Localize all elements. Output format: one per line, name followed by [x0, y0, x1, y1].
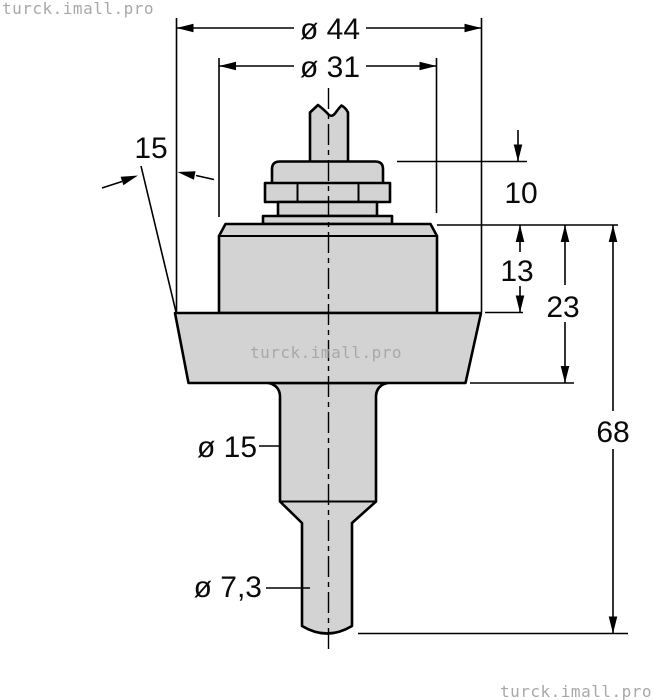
arrowhead-right [464, 23, 482, 33]
arrowhead-down [513, 144, 523, 162]
arrowhead-down [560, 366, 570, 383]
taper-angle-arrow-stem [195, 174, 215, 181]
arrowhead-left [219, 61, 236, 71]
total-length-label: 68 [596, 416, 629, 449]
dimension-labels: ø 44 ø 31 15 10 13 23 68 ø 15 ø 7,3 [134, 13, 629, 604]
watermark-center: turck.imall.pro [250, 343, 402, 362]
part-cap [270, 160, 385, 186]
tip-diameter-label: ø 7,3 [194, 571, 262, 604]
body-height-label: 13 [500, 255, 533, 288]
watermark-bottom-right: turck.imall.pro [500, 682, 652, 700]
part-stem-probe [267, 381, 389, 635]
flange-depth-label: 23 [546, 291, 579, 324]
arrowhead-down [608, 616, 618, 634]
arrowhead-right [419, 61, 437, 71]
taper-angle-arrow-stem [101, 180, 123, 189]
arrowhead-left [176, 23, 194, 33]
arrowhead-up-right [120, 175, 138, 186]
head-height-label: 10 [504, 177, 537, 210]
flange-diameter-label: ø 44 [300, 13, 360, 46]
arrowhead-up [560, 225, 570, 242]
arrowhead-left [177, 171, 196, 180]
taper-angle-projection-line [140, 165, 177, 313]
taper-angle-label: 15 [134, 132, 167, 165]
part-hex-nut [263, 181, 392, 204]
sensor-body-group [173, 88, 483, 652]
watermark-top-left: turck.imall.pro [2, 0, 154, 18]
part-collar [276, 200, 379, 218]
body-diameter-label: ø 31 [300, 51, 360, 84]
arrowhead-up [515, 225, 525, 242]
arrowhead-down [515, 295, 525, 313]
stem-diameter-label: ø 15 [197, 431, 257, 464]
arrowhead-up [608, 225, 618, 242]
extension-lines [175, 18, 628, 635]
dimension-lines [101, 23, 618, 634]
